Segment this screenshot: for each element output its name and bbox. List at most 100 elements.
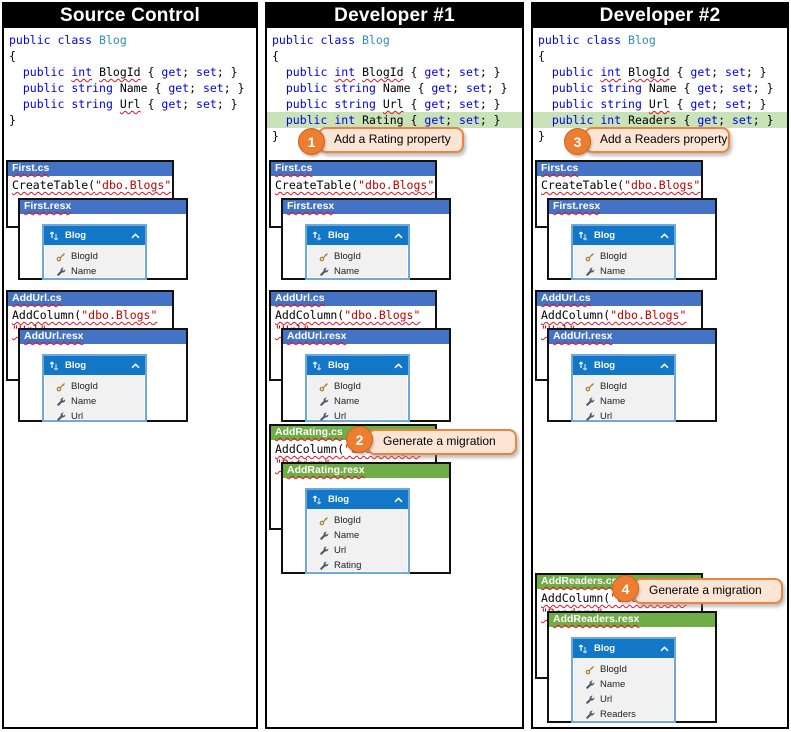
code-token: public [551, 81, 594, 95]
entity-row-label: Name [334, 396, 360, 407]
code-token: { [410, 81, 432, 95]
entity-row-label: Url [600, 694, 613, 705]
code-token: Blog [628, 33, 656, 47]
code-token: set [725, 65, 746, 79]
entity-title: Blog [65, 230, 87, 241]
code-token: get [690, 97, 712, 111]
entity-title: Blog [328, 360, 350, 371]
entity-row: Name [307, 264, 408, 279]
callout-number: 3 [573, 133, 582, 150]
entity-row-label: Name [600, 396, 626, 407]
code-token: Name [382, 81, 411, 95]
code-line: public class Blog [9, 32, 256, 48]
code-token: { [403, 65, 425, 79]
file-name: AddRating.cs [275, 426, 343, 438]
file-card-body: CreateTable("dbo.Blogs" [271, 176, 435, 193]
entity-row: BlogId [307, 513, 408, 528]
code-line: public string Url { get; set; } [538, 96, 787, 112]
collapse-chevron-icon [394, 232, 403, 238]
code-token: } [272, 129, 279, 143]
code-token: string [600, 81, 642, 95]
collapse-chevron-icon [660, 362, 669, 368]
file-card-header: AddUrl.cs [537, 292, 701, 306]
collapse-chevron-icon [394, 362, 403, 368]
code-token: int [334, 65, 356, 79]
code-token [642, 81, 649, 95]
code-token: get [690, 65, 712, 79]
file-card-header: AddUrl.cs [271, 292, 435, 306]
entity-row: Name [44, 394, 145, 409]
entity-row-label: Url [71, 411, 84, 422]
code-token: Blog [362, 33, 390, 47]
code-token: ; [711, 65, 726, 79]
callout-number: 1 [307, 133, 316, 150]
entity-row-label: BlogId [334, 381, 361, 392]
code-line: } [272, 128, 522, 144]
collapse-chevron-icon [660, 232, 669, 238]
callout-bubble: Generate a migration [367, 429, 517, 455]
entity-row: BlogId [307, 379, 408, 394]
code-token: set [731, 81, 753, 95]
entity-row-label: Name [334, 530, 360, 541]
file-name: AddReaders.resx [553, 613, 640, 625]
code-token [9, 97, 23, 111]
code-token: BlogId [362, 65, 404, 79]
callout-number: 4 [621, 580, 630, 597]
code-token: ; [182, 65, 197, 79]
code-token: get [424, 97, 446, 111]
code-token: { [140, 65, 162, 79]
entity-header: Blog [573, 226, 674, 245]
code-token: { [669, 65, 691, 79]
file-name: AddUrl.cs [275, 292, 325, 304]
file-card-header: First.cs [537, 162, 701, 176]
entity-header: Blog [573, 356, 674, 375]
entity-row: Name [307, 394, 408, 409]
entity-row-label: Name [600, 679, 626, 690]
collapse-chevron-icon [131, 362, 140, 368]
wrench-icon [320, 397, 329, 406]
code-token: ; } [216, 97, 238, 111]
collapse-chevron-icon [131, 232, 140, 238]
code-token: ; [718, 113, 732, 127]
code-line: CreateTable("dbo.Blogs" [12, 178, 172, 193]
code-line: public string Name { get; set; } [9, 80, 256, 96]
code-line: public string Name { get; set; } [272, 80, 522, 96]
entity-header: Blog [573, 639, 674, 658]
key-icon [319, 252, 328, 261]
file-name: First.resx [287, 200, 335, 212]
code-token: set [731, 113, 753, 127]
code-token: ; } [223, 81, 245, 95]
entity-icon [312, 231, 322, 240]
code-token: "dbo.Blogs" [610, 308, 687, 322]
code-token: ; } [745, 65, 767, 79]
code-token: set [196, 65, 217, 79]
code-token: ; } [752, 81, 774, 95]
code-token: ; [445, 65, 460, 79]
code-token: string [71, 97, 113, 111]
code-token: public [22, 97, 65, 111]
callout-circle: 3 [564, 128, 591, 155]
code-token: Readers [628, 113, 677, 127]
file-card-header: AddUrl.resx [283, 330, 449, 344]
file-name: AddUrl.resx [553, 330, 613, 342]
callout-circle: 4 [612, 575, 639, 602]
code-token [538, 97, 552, 111]
callout-bubble: Generate a migration [633, 578, 783, 604]
entity-row: Rating [307, 558, 408, 573]
code-token: Rating [362, 113, 404, 127]
key-icon [585, 665, 594, 674]
code-token: { [676, 81, 698, 95]
entity-row: BlogId [44, 379, 145, 394]
entity-icon [49, 361, 59, 370]
code-token [538, 81, 552, 95]
code-token: public [272, 33, 314, 47]
